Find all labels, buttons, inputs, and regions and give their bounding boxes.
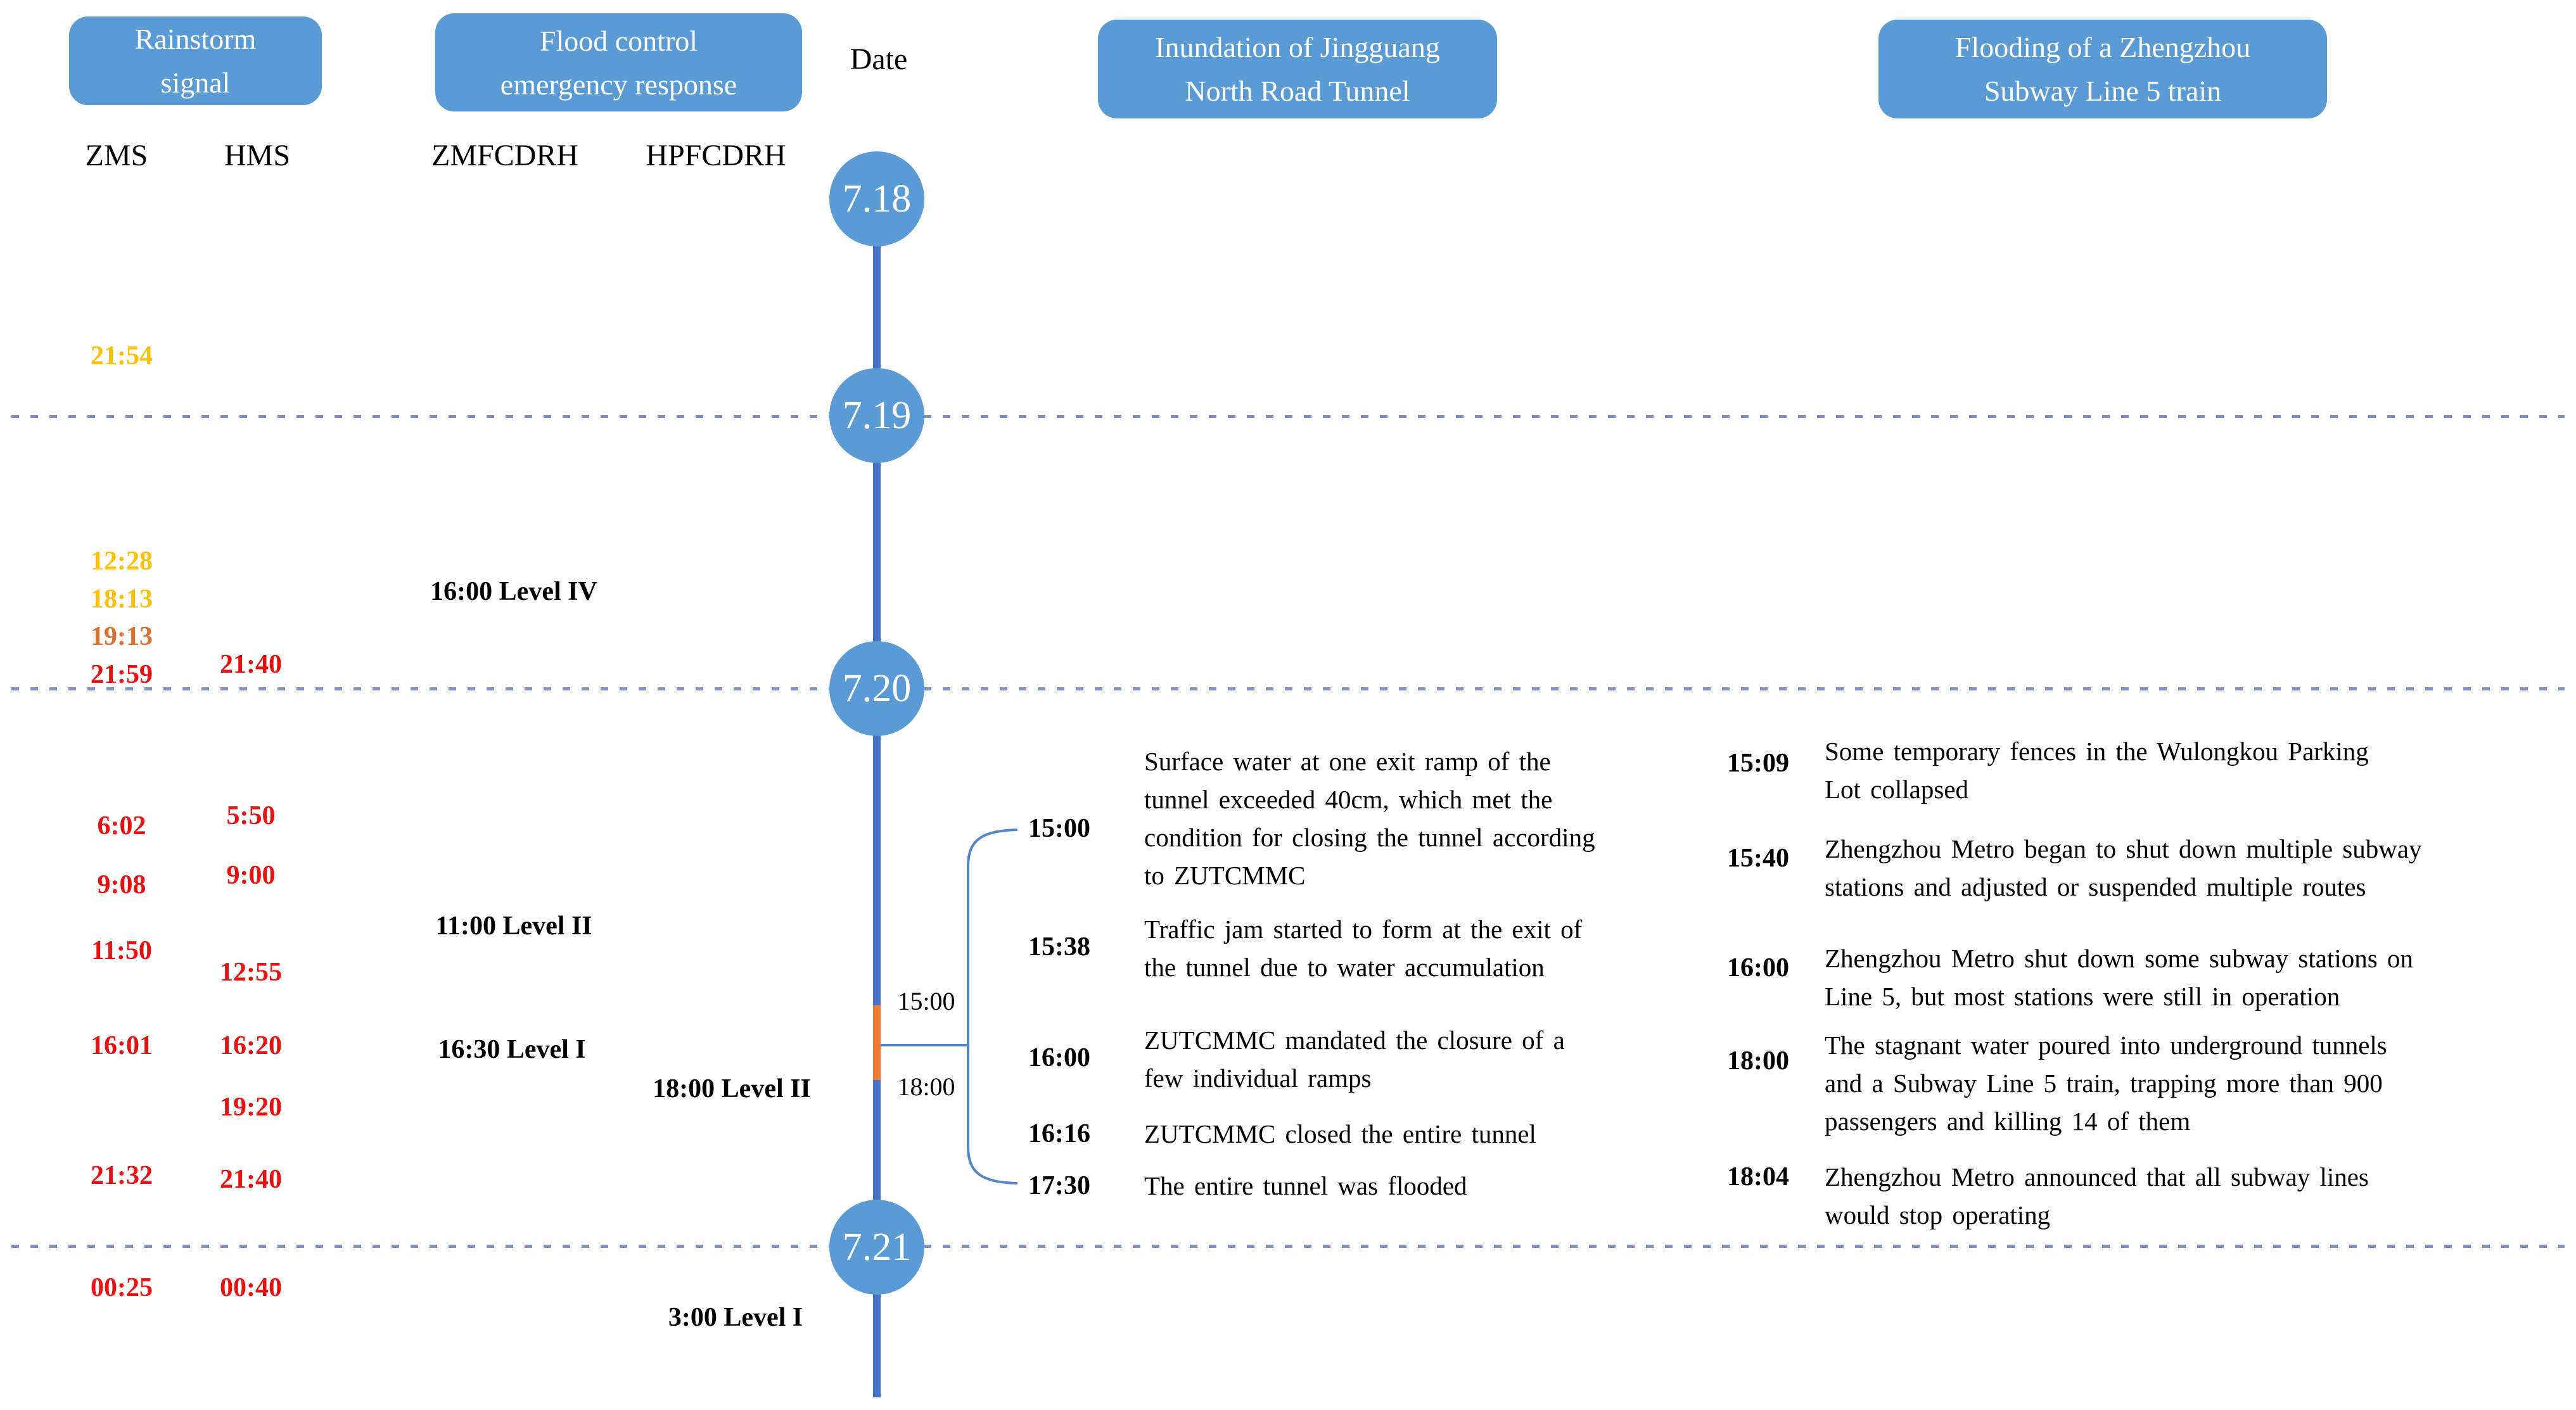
zms-signal-time: 11:50 xyxy=(91,936,152,965)
hms-signal-time: 21:40 xyxy=(220,650,282,679)
zms-signal-time: 19:13 xyxy=(91,622,153,651)
subway-event-text: Some temporary fences in the Wulongkou P… xyxy=(1825,737,2369,804)
zmfcdrh-response-level: 16:00 Level IV xyxy=(430,577,597,606)
zms-signal-time: 16:01 xyxy=(91,1031,153,1060)
subway-event-text: The stagnant water poured into undergrou… xyxy=(1825,1031,2387,1136)
tunnel-event-time: 15:38 xyxy=(1028,932,1090,962)
date-circle-7-21: 7.21 xyxy=(829,1200,924,1295)
flood-control-header: Flood control emergency response xyxy=(435,13,802,111)
tunnel-event-text: The entire tunnel was flooded xyxy=(1144,1171,1467,1200)
hms-signal-time: 00:40 xyxy=(220,1273,282,1302)
zmfcdrh-column-label: ZMFCDRH xyxy=(431,139,579,172)
subway-event-text: Zhengzhou Metro began to shut down multi… xyxy=(1825,834,2422,901)
hpfcdrh-response-level: 3:00 Level I xyxy=(668,1303,803,1332)
tunnel-event-text: ZUTCMMC closed the entire tunnel xyxy=(1144,1119,1536,1148)
day-separator-7-19 xyxy=(11,415,2565,418)
hms-signal-time: 16:20 xyxy=(220,1031,282,1060)
tunnel-event-text: Traffic jam started to form at the exit … xyxy=(1144,915,1583,982)
subway-event-time: 15:09 xyxy=(1727,749,1789,778)
tunnel-event-text: ZUTCMMC mandated the closure of a few in… xyxy=(1144,1026,1565,1093)
day-separator-7-20 xyxy=(11,687,2565,690)
hms-signal-time: 12:55 xyxy=(220,958,282,987)
tunnel-event-time: 15:00 xyxy=(1028,814,1090,843)
timeline-line xyxy=(873,199,881,1397)
zms-signal-time: 18:13 xyxy=(91,585,153,614)
date-column-label: Date xyxy=(850,42,908,76)
hms-signal-time: 19:20 xyxy=(220,1093,282,1122)
zms-signal-time: 9:08 xyxy=(97,870,146,899)
tunnel-event-time: 16:00 xyxy=(1028,1043,1090,1072)
hms-column-label: HMS xyxy=(224,139,291,172)
hpfcdrh-column-label: HPFCDRH xyxy=(646,139,786,172)
hms-signal-time: 9:00 xyxy=(226,861,276,890)
hpfcdrh-response-level: 18:00 Level II xyxy=(653,1074,811,1103)
zmfcdrh-response-level: 11:00 Level II xyxy=(435,911,592,941)
zms-signal-time: 00:25 xyxy=(91,1273,153,1302)
tunnel-event-time: 17:30 xyxy=(1028,1171,1090,1200)
zms-column-label: ZMS xyxy=(85,139,148,172)
day-separator-7-21 xyxy=(11,1245,2565,1248)
timeline-flood-period-segment xyxy=(873,1005,881,1080)
zms-signal-time: 21:59 xyxy=(91,660,153,689)
tunnel-event-time: 16:16 xyxy=(1028,1119,1090,1148)
subway-event-time: 18:04 xyxy=(1727,1162,1789,1191)
zms-signal-time: 6:02 xyxy=(97,811,146,841)
zms-signal-time: 12:28 xyxy=(91,547,153,576)
zmfcdrh-response-level: 16:30 Level I xyxy=(438,1035,586,1064)
period-start-label: 15:00 xyxy=(897,987,955,1015)
period-end-label: 18:00 xyxy=(897,1072,955,1101)
tunnel-events-bracket xyxy=(967,829,1017,1185)
zms-signal-time: 21:32 xyxy=(91,1161,153,1190)
subway-header: Flooding of a Zhengzhou Subway Line 5 tr… xyxy=(1878,20,2327,118)
period-connector-line xyxy=(881,1044,968,1046)
tunnel-header: Inundation of Jingguang North Road Tunne… xyxy=(1098,20,1497,118)
subway-event-text: Zhengzhou Metro announced that all subwa… xyxy=(1825,1162,2369,1229)
hms-signal-time: 5:50 xyxy=(226,801,276,830)
hms-signal-time: 21:40 xyxy=(220,1165,282,1194)
tunnel-event-text: Surface water at one exit ramp of the tu… xyxy=(1144,747,1595,890)
zms-signal-time: 21:54 xyxy=(91,341,153,371)
date-circle-7-19: 7.19 xyxy=(829,368,924,463)
subway-event-text: Zhengzhou Metro shut down some subway st… xyxy=(1825,944,2413,1011)
subway-event-time: 18:00 xyxy=(1727,1046,1789,1076)
date-circle-7-20: 7.20 xyxy=(829,641,924,736)
subway-event-time: 15:40 xyxy=(1727,844,1789,873)
rainstorm-signal-header: Rainstorm signal xyxy=(69,16,322,105)
date-circle-7-18: 7.18 xyxy=(829,151,924,246)
subway-event-time: 16:00 xyxy=(1727,953,1789,982)
